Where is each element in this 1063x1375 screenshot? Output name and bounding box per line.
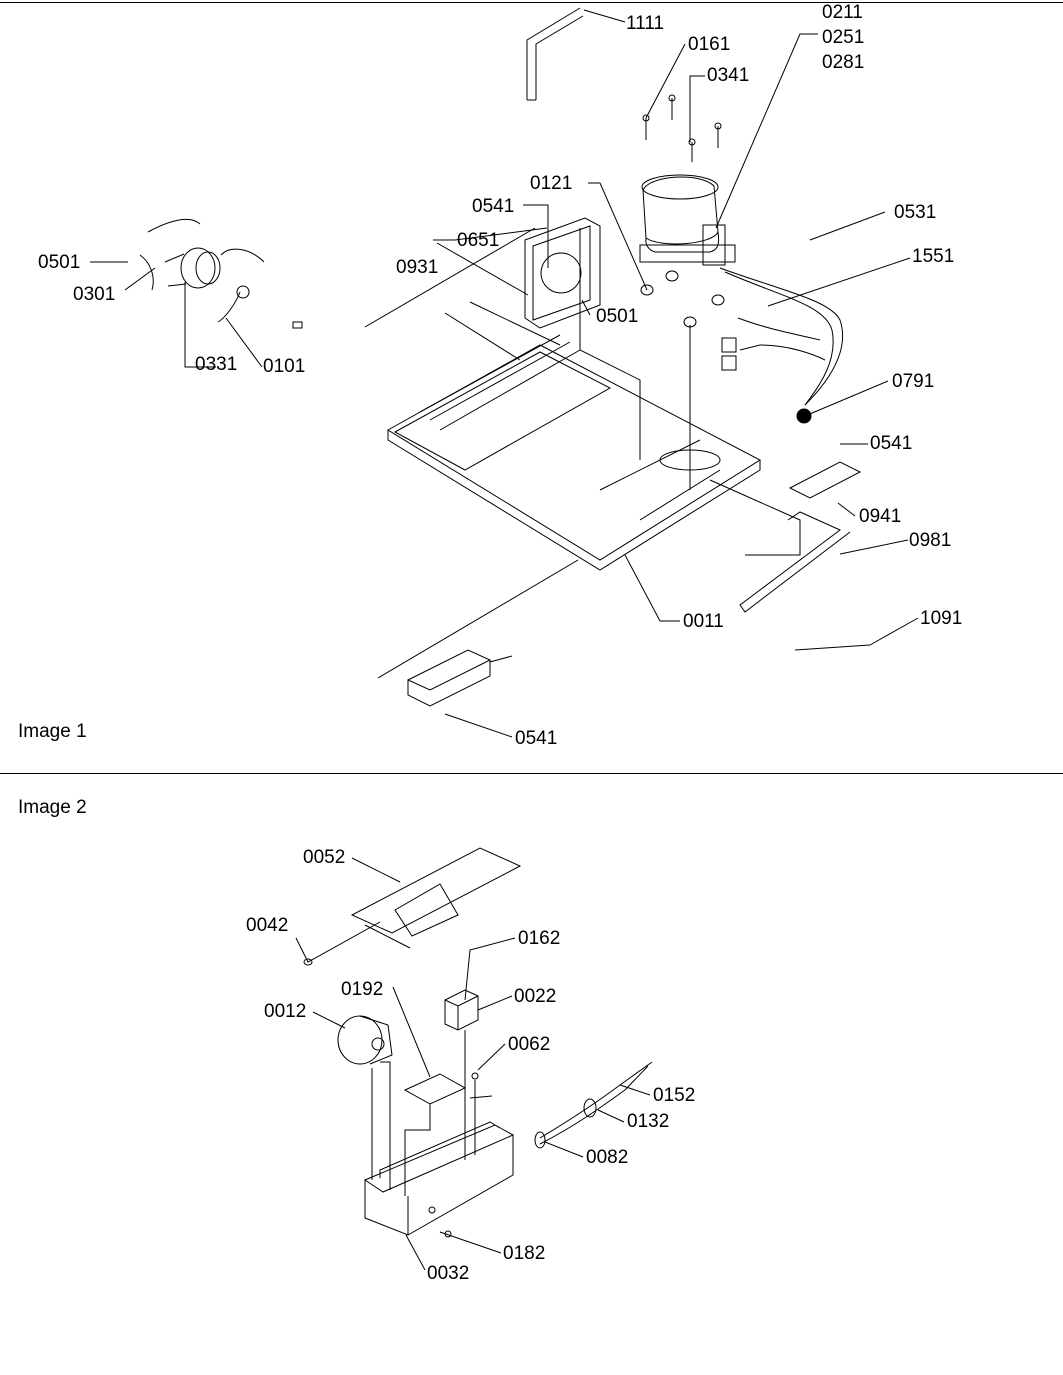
label-0531: 0531 — [894, 202, 937, 223]
wiring-harness — [720, 268, 843, 423]
label-0941: 0941 — [859, 506, 902, 527]
label-0251: 0251 — [822, 27, 865, 48]
compressor-bolts — [643, 95, 721, 162]
section-divider — [0, 773, 1063, 774]
label-0541-shroud: 0541 — [472, 196, 515, 217]
label-1111: 1111 — [626, 13, 665, 34]
power-cord — [535, 1062, 652, 1148]
label-0931: 0931 — [396, 257, 439, 278]
label-0012: 0012 — [264, 1001, 307, 1022]
grommets — [641, 271, 724, 327]
label-0052: 0052 — [303, 847, 346, 868]
leader-lines-image1 — [90, 10, 918, 737]
label-0301: 0301 — [73, 284, 116, 305]
label-0211: 0211 — [822, 2, 863, 23]
label-0062: 0062 — [508, 1034, 551, 1055]
label-0501-left: 0501 — [38, 252, 81, 273]
base-plate — [388, 335, 760, 570]
label-0541-bottom: 0541 — [515, 728, 558, 749]
top-rule — [0, 2, 1063, 3]
label-0101: 0101 — [263, 356, 306, 377]
control-box — [408, 650, 512, 706]
fan-shroud — [525, 218, 600, 328]
brackets — [740, 462, 870, 650]
fan-motor-assembly — [140, 219, 302, 328]
timer-motor — [338, 1016, 392, 1064]
label-0501-right: 0501 — [596, 306, 639, 327]
label-0331: 0331 — [195, 354, 238, 375]
compressor — [640, 175, 735, 265]
label-0281: 0281 — [822, 52, 865, 73]
image1-caption: Image 1 — [18, 721, 87, 742]
label-0032: 0032 — [427, 1263, 470, 1284]
leader-lines-image2 — [296, 858, 650, 1270]
label-0082: 0082 — [586, 1147, 629, 1168]
label-0791: 0791 — [892, 371, 935, 392]
label-0981: 0981 — [909, 530, 952, 551]
label-0011: 0011 — [683, 611, 724, 632]
label-0152: 0152 — [653, 1085, 696, 1106]
label-0182: 0182 — [503, 1243, 546, 1264]
label-0022: 0022 — [514, 986, 557, 1007]
label-0132: 0132 — [627, 1111, 670, 1132]
control-housing-0032 — [365, 1122, 513, 1237]
label-0162: 0162 — [518, 928, 561, 949]
label-1091: 1091 — [920, 608, 963, 629]
insulator-0192 — [405, 1074, 465, 1104]
label-0341: 0341 — [707, 65, 750, 86]
screw-0062 — [470, 1073, 492, 1098]
image2-caption: Image 2 — [18, 797, 87, 818]
relay-0022 — [445, 990, 478, 1030]
label-0042: 0042 — [246, 915, 289, 936]
label-0161: 0161 — [688, 34, 731, 55]
label-0121: 0121 — [530, 173, 573, 194]
damper-cover — [352, 848, 520, 948]
label-0192: 0192 — [341, 979, 384, 1000]
label-0651: 0651 — [457, 230, 500, 251]
screw-0042 — [304, 959, 312, 965]
label-0541-bracket: 0541 — [870, 433, 913, 454]
drain-tube-1111 — [527, 8, 583, 100]
label-1551: 1551 — [912, 246, 955, 267]
